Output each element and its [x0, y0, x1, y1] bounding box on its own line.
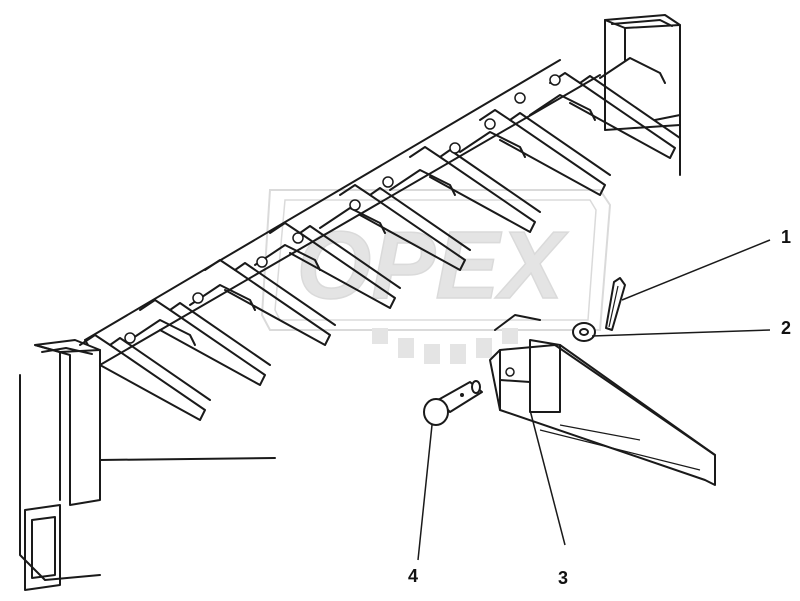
tine	[204, 244, 336, 346]
callout-2: 2	[781, 318, 792, 338]
callout-4: 4	[408, 566, 419, 586]
callout-3: 3	[558, 568, 569, 588]
watermark-logo: OPEX	[260, 189, 612, 364]
tine	[549, 57, 681, 159]
right-post	[604, 14, 681, 176]
callout-1: 1	[781, 227, 792, 247]
tine	[479, 94, 611, 196]
part-1-cotter-pin	[605, 277, 626, 331]
part-3-tine-bracket	[489, 314, 716, 486]
tine	[139, 284, 271, 386]
leader-lines	[417, 239, 771, 561]
part-4-clevis-pin	[423, 380, 483, 426]
left-post	[19, 339, 101, 591]
tine	[79, 319, 211, 421]
tine-group	[79, 57, 681, 421]
part-2-washer	[572, 322, 596, 342]
